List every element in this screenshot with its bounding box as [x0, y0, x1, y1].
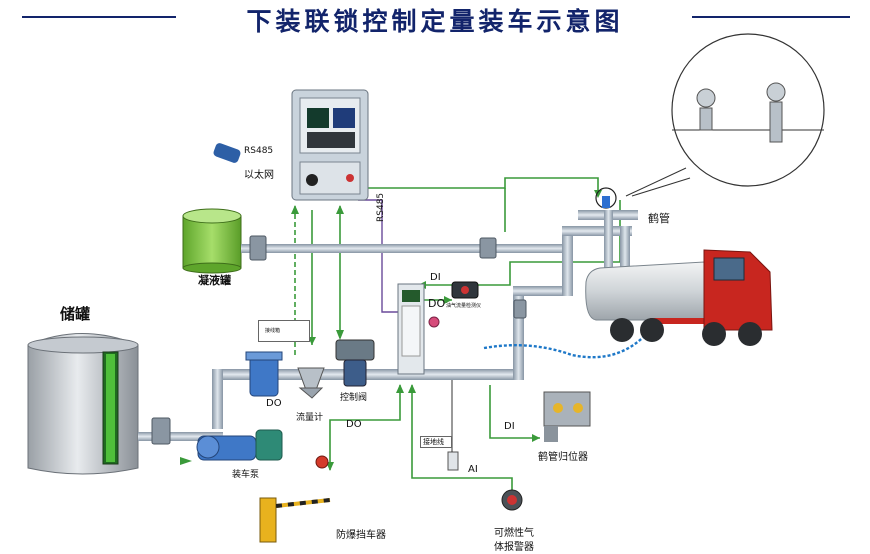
signal-line-barrier: [329, 385, 401, 470]
crane-drop-2: [604, 210, 613, 318]
pipe-main: [216, 369, 524, 380]
valve-vapor: [479, 237, 497, 259]
junction-box-label: 接线箱: [265, 328, 281, 334]
vapor-detector-label: 油气流量检测仪: [446, 303, 482, 309]
loading-pump: [196, 429, 283, 461]
batch-controller: [397, 283, 425, 375]
pipes: [138, 210, 638, 441]
signal-lines: [294, 177, 621, 490]
junction-box: 接线箱: [258, 320, 310, 342]
valve-tank: [151, 417, 171, 445]
grounding-label-box: 接地线: [420, 436, 452, 448]
crane-return-label: 鹤管归位器: [538, 452, 588, 463]
rs485-line: [358, 199, 398, 313]
loading-pump-label: 装车泵: [232, 470, 260, 480]
control-valve-label: 控制阀: [340, 393, 368, 403]
rs485-converter: [213, 143, 241, 163]
signal-line-crane-return: [489, 385, 540, 439]
storage-tank-label: 储罐: [60, 305, 91, 323]
gas-alarm-label-2: 体报警器: [494, 542, 534, 553]
title-rule-left: [22, 16, 176, 18]
do-left-label: DO: [266, 398, 282, 409]
filter: [245, 351, 283, 397]
rs485-top-label: RS485: [244, 146, 274, 156]
valve-right: [513, 299, 527, 319]
pipe-pump-riser: [212, 369, 223, 429]
signal-line-gas-alarm: [411, 385, 513, 490]
crane-return-device: [543, 391, 591, 442]
grounding-device: [447, 451, 459, 471]
pipe-tank-outlet: [138, 432, 223, 441]
pipe-crane-riser: [562, 232, 573, 296]
storage-tank: [27, 333, 139, 475]
controller-cabinet: [291, 89, 369, 201]
title-rule-right: [692, 16, 850, 18]
condensate-tank: [182, 208, 242, 274]
control-valve: [335, 339, 375, 387]
gas-alarm-label-1: 可燃性气: [494, 528, 534, 539]
ai-label: AI: [468, 464, 478, 475]
di-right-label: DI: [504, 421, 515, 432]
valve-condensate: [249, 235, 267, 261]
crane-pipe-label: 鹤管: [648, 212, 670, 225]
barrier-label: 防爆挡车器: [336, 530, 386, 541]
flowmeter: [297, 367, 325, 399]
pipe-right-top: [513, 286, 573, 296]
pipe-right-riser: [513, 290, 524, 380]
barrier-gate: [259, 455, 331, 543]
tanker-truck: [585, 249, 773, 346]
ethernet-label: 以太网: [244, 170, 274, 181]
detail-inset: [625, 33, 825, 197]
do-top-label: DO: [428, 297, 446, 310]
di-top-label: DI: [430, 272, 441, 283]
vapor-detector: [451, 281, 479, 299]
ground-clamp-icon: [428, 316, 440, 328]
signal-line-crane-sensor: [368, 177, 599, 196]
pipe-vapor-return: [241, 244, 571, 253]
do-bottom-label: DO: [346, 419, 362, 430]
diagram-title: 下装联锁控制定量装车示意图: [246, 7, 624, 36]
crane-arm: [562, 226, 632, 236]
gas-alarm: [501, 489, 523, 511]
condensate-tank-label: 凝液罐: [198, 274, 231, 287]
crane-sensor: [602, 196, 610, 208]
rs485-vertical-label: RS485: [376, 192, 386, 222]
ground-hose: [483, 329, 651, 359]
flowmeter-label: 流量计: [296, 413, 324, 423]
grounding-device-label: 接地线: [423, 438, 444, 446]
signal-arrows: [180, 190, 602, 471]
valves: [151, 235, 527, 445]
